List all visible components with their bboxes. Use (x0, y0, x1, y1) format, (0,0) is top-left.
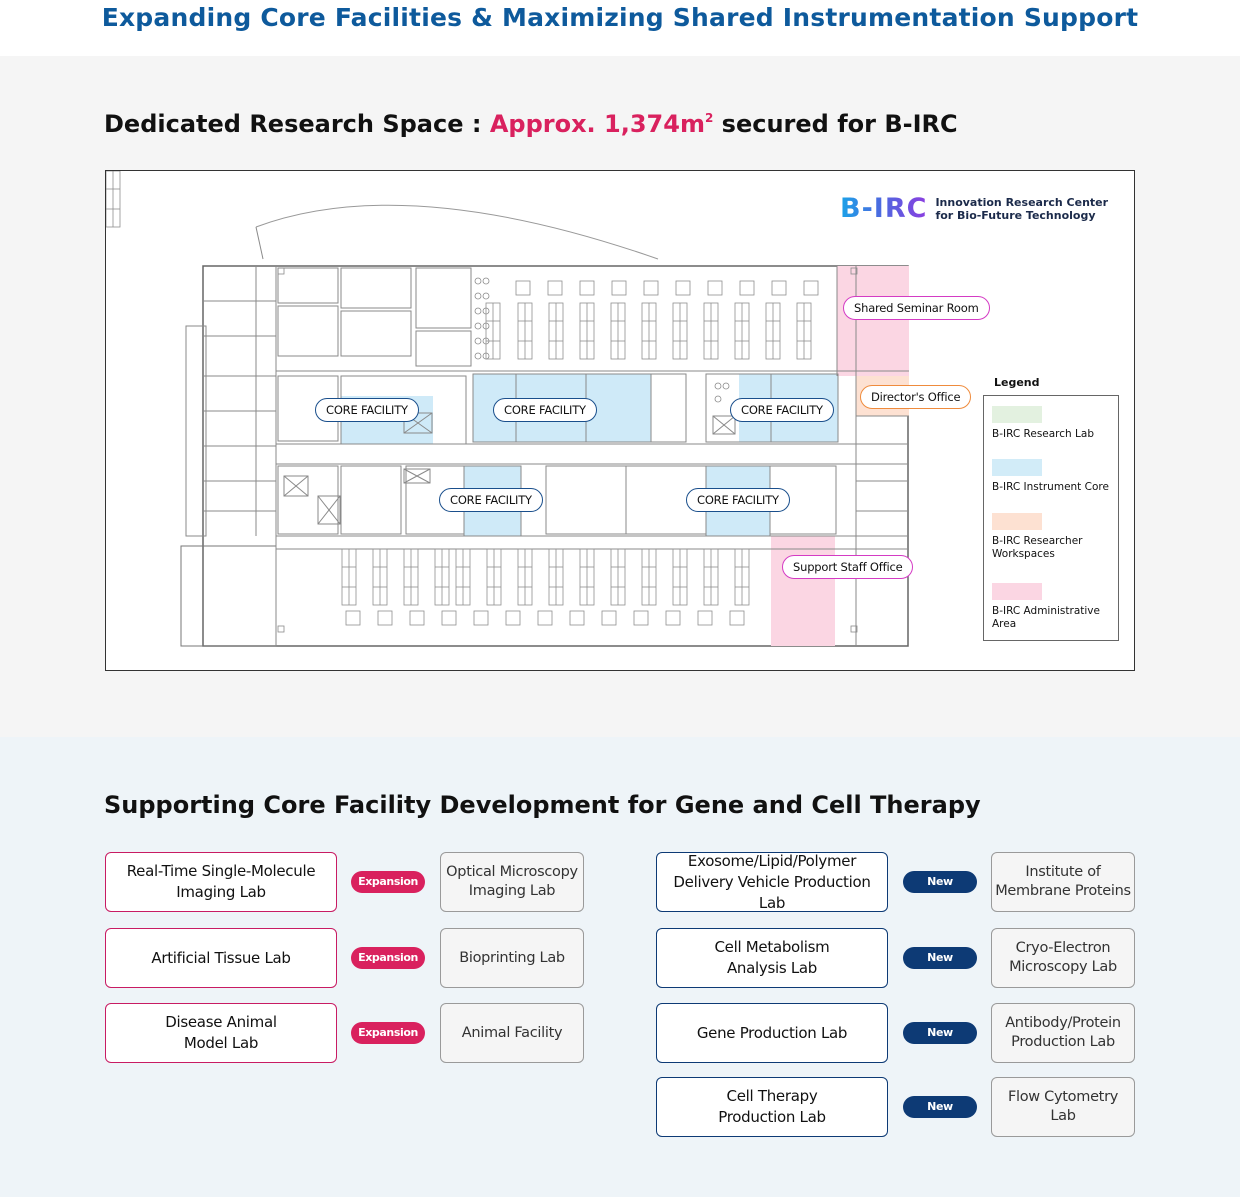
admin-area-support (771, 536, 835, 646)
legend-swatch (992, 583, 1042, 600)
target-name: Cryo-Electron Microscopy Lab (1009, 940, 1117, 975)
heading-suffix: secured for B-IRC (713, 110, 958, 138)
logo-line-2: for Bio-Future Technology (935, 208, 1096, 222)
core-facility-label-4: CORE FACILITY (439, 488, 543, 512)
birc-logo-mark: B-IRC (840, 193, 928, 224)
target-name: Optical Microscopy Imaging Lab (446, 864, 578, 899)
legend-item-instrument-core: B-IRC Instrument Core (992, 459, 1112, 494)
core-facility-label-1: CORE FACILITY (315, 398, 419, 422)
target-card-left-3: Animal Facility (440, 1003, 584, 1063)
core-facility-heading: Supporting Core Facility Development for… (104, 791, 981, 819)
core-facility-label-3: CORE FACILITY (730, 398, 834, 422)
expansion-badge: Expansion (351, 871, 425, 893)
birc-logo: B-IRC Innovation Research Center for Bio… (840, 193, 1108, 224)
lab-benches (106, 171, 121, 228)
lab-name: Real-Time Single-Molecule Imaging Lab (126, 862, 316, 901)
legend-item-administrative-area: B-IRC Administrative Area (992, 583, 1112, 631)
legend-swatch (992, 459, 1042, 476)
directors-office-label: Director's Office (860, 385, 972, 409)
lab-card-left-1: Real-Time Single-Molecule Imaging Lab (105, 852, 337, 912)
lab-name: Cell Therapy Production Lab (718, 1087, 826, 1126)
research-space-section: Dedicated Research Space : Approx. 1,374… (0, 56, 1240, 737)
birc-logo-text: Innovation Research Center for Bio-Futur… (935, 196, 1108, 222)
lab-card-left-3: Disease Animal Model Lab (105, 1003, 337, 1063)
legend-swatch (992, 513, 1042, 530)
target-card-right-4: Flow Cytometry Lab (991, 1077, 1135, 1137)
target-card-right-3: Antibody/Protein Production Lab (991, 1003, 1135, 1063)
admin-area-seminar (837, 266, 909, 376)
legend-label: B-IRC Researcher Workspaces (992, 535, 1083, 560)
lab-name: Cell Metabolism Analysis Lab (714, 938, 830, 977)
heading-prefix: Dedicated Research Space : (104, 110, 490, 138)
target-name: Institute of Membrane Proteins (995, 864, 1131, 899)
legend-title: Legend (994, 376, 1040, 389)
logo-line-1: Innovation Research Center (935, 195, 1109, 209)
floor-plan-drawing (106, 171, 909, 647)
lab-card-right-1: Exosome/Lipid/Polymer Delivery Vehicle P… (656, 852, 888, 912)
research-space-heading: Dedicated Research Space : Approx. 1,374… (104, 110, 958, 138)
new-badge: New (903, 871, 977, 893)
target-name: Flow Cytometry Lab (1007, 1089, 1119, 1124)
area-unit-superscript: 2 (704, 111, 714, 125)
lab-card-right-4: Cell Therapy Production Lab (656, 1077, 888, 1137)
target-name: Bioprinting Lab (459, 949, 565, 966)
legend-label: B-IRC Instrument Core (992, 481, 1109, 493)
core-facility-development-section: Supporting Core Facility Development for… (0, 737, 1240, 1197)
lab-card-right-2: Cell Metabolism Analysis Lab (656, 928, 888, 988)
legend-item-researcher-workspaces: B-IRC Researcher Workspaces (992, 513, 1112, 561)
floor-plan: B-IRC Innovation Research Center for Bio… (105, 170, 1135, 671)
expansion-badge: Expansion (351, 947, 425, 969)
lab-name: Exosome/Lipid/Polymer Delivery Vehicle P… (673, 851, 871, 912)
new-badge: New (903, 1022, 977, 1044)
support-staff-office-label: Support Staff Office (782, 555, 914, 579)
page-title: Expanding Core Facilities & Maximizing S… (0, 0, 1240, 56)
lab-name: Artificial Tissue Lab (151, 948, 291, 967)
area-value: Approx. 1,374m (489, 110, 705, 138)
target-name: Antibody/Protein Production Lab (1005, 1015, 1121, 1050)
new-badge: New (903, 947, 977, 969)
target-name: Animal Facility (461, 1024, 563, 1041)
legend: B-IRC Research Lab B-IRC Instrument Core… (983, 395, 1119, 641)
target-card-right-2: Cryo-Electron Microscopy Lab (991, 928, 1135, 988)
new-badge: New (903, 1096, 977, 1118)
legend-item-research-lab: B-IRC Research Lab (992, 406, 1112, 441)
lab-name: Gene Production Lab (696, 1023, 848, 1042)
lab-card-left-2: Artificial Tissue Lab (105, 928, 337, 988)
shared-seminar-room-label: Shared Seminar Room (843, 296, 990, 320)
lab-card-right-3: Gene Production Lab (656, 1003, 888, 1063)
legend-label: B-IRC Research Lab (992, 428, 1094, 440)
legend-label: B-IRC Administrative Area (992, 605, 1100, 630)
core-facility-label-5: CORE FACILITY (686, 488, 790, 512)
expansion-badge: Expansion (351, 1022, 425, 1044)
target-card-left-1: Optical Microscopy Imaging Lab (440, 852, 584, 912)
legend-swatch (992, 406, 1042, 423)
lab-name: Disease Animal Model Lab (165, 1013, 277, 1052)
core-facility-label-2: CORE FACILITY (493, 398, 597, 422)
target-card-right-1: Institute of Membrane Proteins (991, 852, 1135, 912)
target-card-left-2: Bioprinting Lab (440, 928, 584, 988)
heading-highlight: Approx. 1,374m2 (490, 110, 714, 138)
